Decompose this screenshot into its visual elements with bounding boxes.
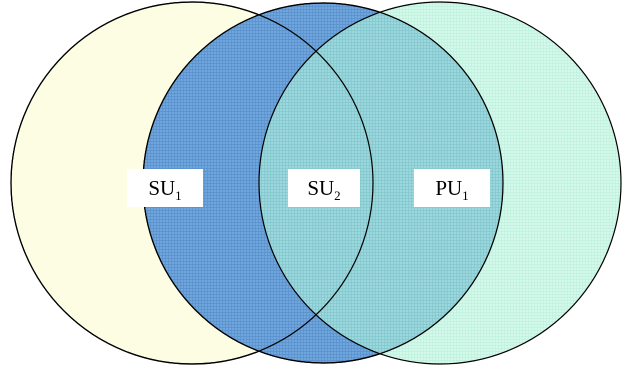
label-su2: SU2 [288, 169, 360, 207]
label-su2-main: SU [307, 176, 335, 200]
label-pu1: PU1 [414, 169, 490, 207]
label-su1-main: SU [148, 176, 176, 200]
label-pu1-main: PU [435, 176, 463, 200]
label-su1-sub: 1 [175, 188, 182, 203]
circle-su1-outline [10, 1, 374, 365]
label-pu1-sub: 1 [462, 188, 469, 203]
label-su1: SU1 [127, 169, 203, 207]
label-su2-sub: 2 [334, 188, 341, 203]
